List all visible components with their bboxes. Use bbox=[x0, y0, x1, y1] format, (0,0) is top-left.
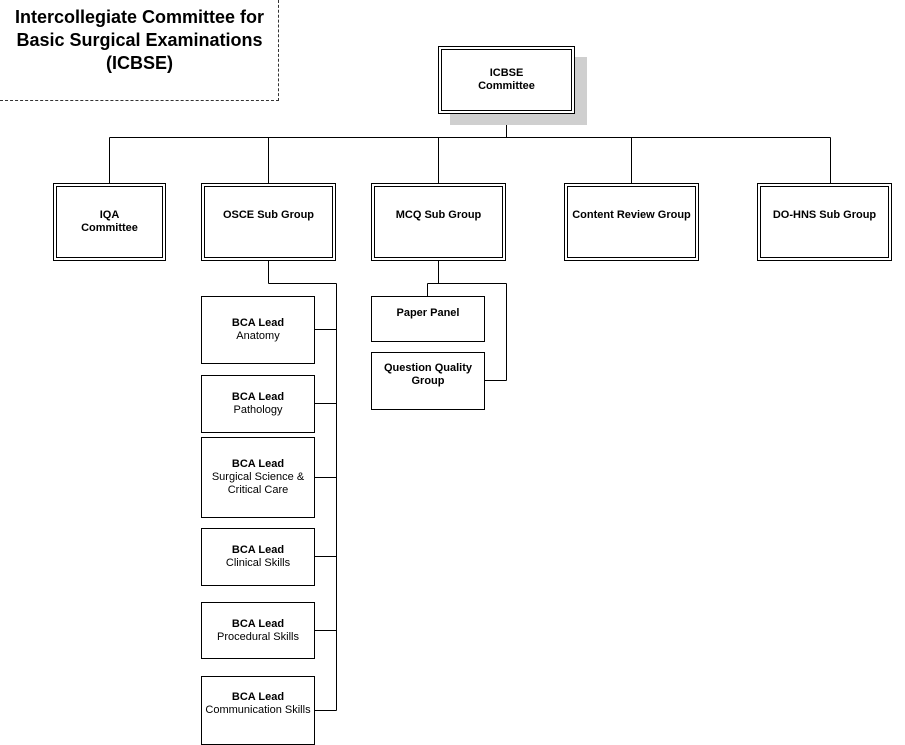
node-paper-panel: Paper Panel bbox=[371, 296, 485, 342]
node-question-quality-group: Question Quality Group bbox=[371, 352, 485, 410]
node-iqa-committee: IQA Committee bbox=[53, 183, 166, 261]
question-quality-line-1: Question Quality bbox=[383, 362, 472, 374]
paper-panel-label: Paper Panel bbox=[396, 307, 460, 319]
node-bca-lead-pathology: BCA Lead Pathology bbox=[201, 375, 315, 433]
diagram-title: Intercollegiate Committee for Basic Surg… bbox=[0, 6, 279, 75]
bca-lead-title: BCA Lead bbox=[231, 544, 285, 556]
iqa-line-2: Committee bbox=[81, 222, 138, 234]
iqa-line-1: IQA bbox=[99, 209, 120, 221]
bca-lead-subtitle: Pathology bbox=[233, 404, 283, 416]
bca-lead-title: BCA Lead bbox=[231, 691, 285, 703]
content-review-label: Content Review Group bbox=[572, 209, 691, 221]
question-quality-line-2: Group bbox=[411, 375, 445, 387]
node-bca-lead-communication-skills: BCA Lead Communication Skills bbox=[201, 676, 315, 745]
bca-lead-title: BCA Lead bbox=[231, 458, 285, 470]
node-bca-lead-procedural-skills: BCA Lead Procedural Skills bbox=[201, 602, 315, 659]
root-node-line-2: Committee bbox=[478, 80, 535, 92]
bca-lead-subtitle: Procedural Skills bbox=[217, 631, 299, 643]
bca-lead-title: BCA Lead bbox=[231, 618, 285, 630]
bca-lead-subtitle: Communication Skills bbox=[205, 704, 311, 716]
root-node-line-1: ICBSE bbox=[489, 67, 524, 79]
node-mcq-sub-group: MCQ Sub Group bbox=[371, 183, 506, 261]
node-bca-lead-surgical-science: BCA Lead Surgical Science & Critical Car… bbox=[201, 437, 315, 518]
bca-lead-title: BCA Lead bbox=[231, 391, 285, 403]
title-line-2: Basic Surgical Examinations bbox=[16, 30, 263, 50]
root-node-icbse-committee: ICBSE Committee bbox=[438, 46, 575, 114]
diagram-title-box: Intercollegiate Committee for Basic Surg… bbox=[0, 0, 279, 101]
title-line-3: (ICBSE) bbox=[106, 53, 173, 73]
node-content-review-group: Content Review Group bbox=[564, 183, 699, 261]
bca-lead-subtitle: Anatomy bbox=[236, 330, 280, 342]
title-line-1: Intercollegiate Committee for bbox=[14, 7, 265, 27]
node-bca-lead-anatomy: BCA Lead Anatomy bbox=[201, 296, 315, 364]
dohns-label: DO-HNS Sub Group bbox=[772, 209, 877, 221]
bca-lead-subtitle-2: Critical Care bbox=[227, 484, 289, 496]
bca-lead-subtitle: Surgical Science & bbox=[211, 471, 305, 483]
node-osce-sub-group: OSCE Sub Group bbox=[201, 183, 336, 261]
node-dohns-sub-group: DO-HNS Sub Group bbox=[757, 183, 892, 261]
osce-label: OSCE Sub Group bbox=[222, 209, 315, 221]
bca-lead-title: BCA Lead bbox=[231, 317, 285, 329]
mcq-label: MCQ Sub Group bbox=[395, 209, 482, 221]
bca-lead-subtitle: Clinical Skills bbox=[225, 557, 291, 569]
node-bca-lead-clinical-skills: BCA Lead Clinical Skills bbox=[201, 528, 315, 586]
